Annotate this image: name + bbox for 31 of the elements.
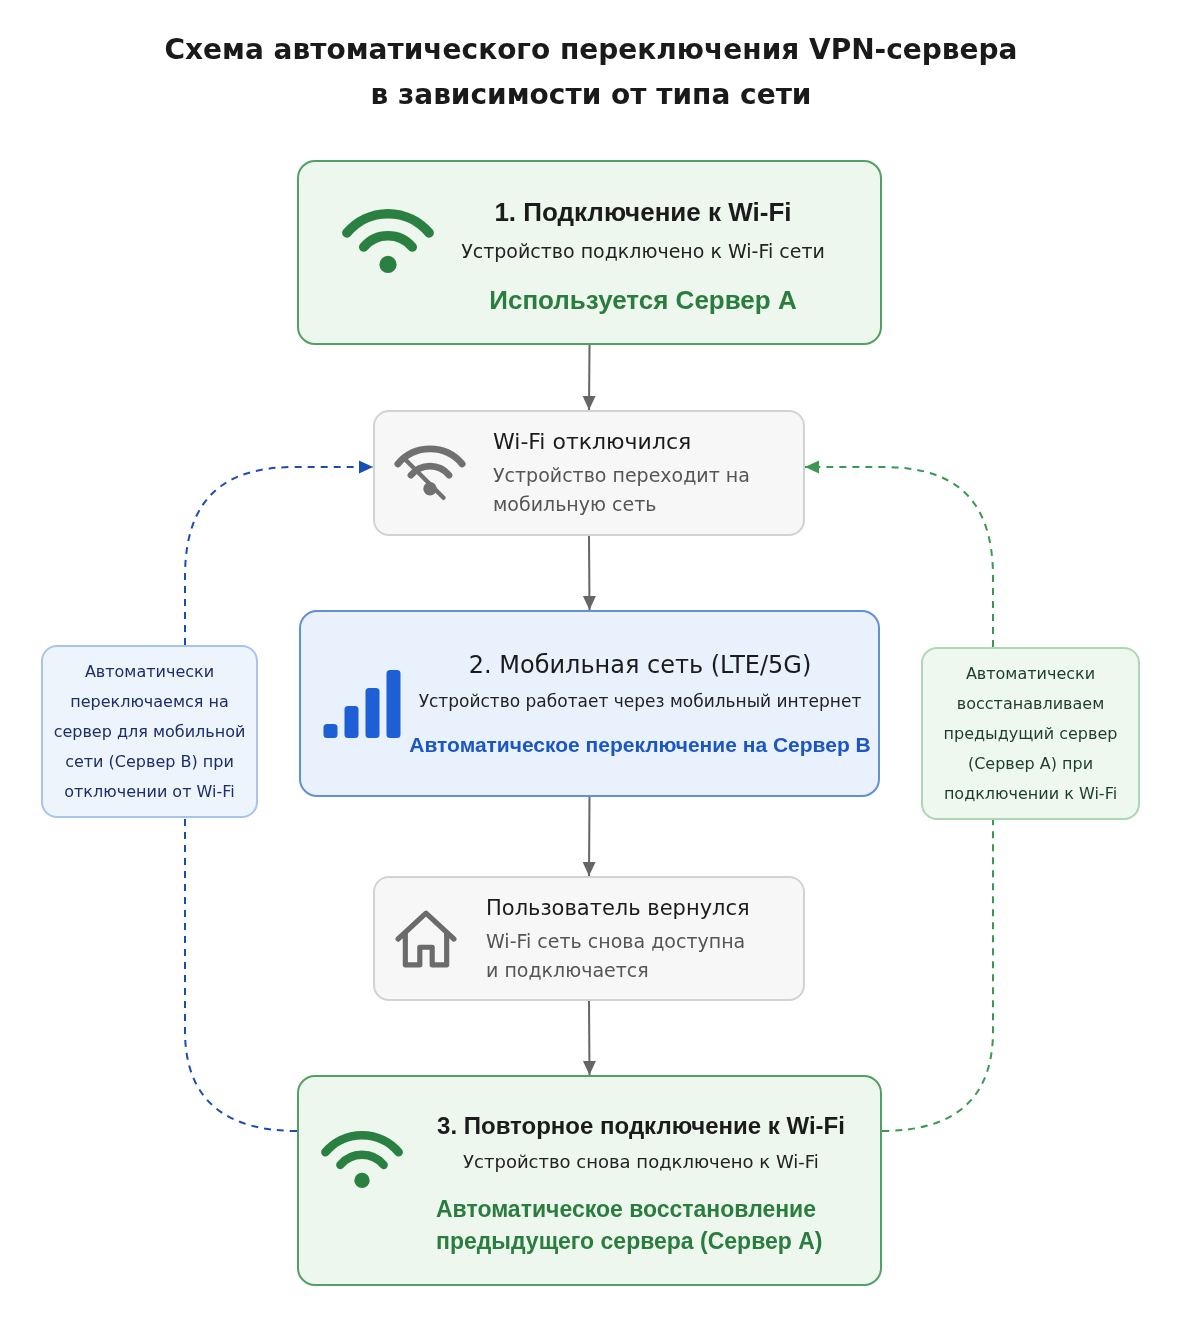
dashed-arrow [184,460,374,646]
arrow [582,1000,596,1076]
note-text: Автоматически восстанавливаем предыдущий сервер (Сервер A) при подключении к Wi-Fi [942,662,1119,805]
dashed-arrow [804,460,994,648]
server-status: Автоматическое переключение на Сервер B [409,731,871,758]
dashed-line [184,817,298,1132]
arrow [582,796,596,877]
step-title: 2. Мобильная сеть (LTE/5G) [468,649,812,681]
note-card [41,645,258,818]
step-description: Устройство снова подключено к Wi-Fi [463,1149,819,1174]
step-title: 1. Подключение к Wi-Fi [494,195,792,228]
server-status: Автоматическое восстановление предыдущего сервера (Сервер A) [436,1194,824,1256]
event-title: Пользователь вернулся [486,894,750,922]
server-status: Используется Сервер A [489,283,797,316]
event-card [373,876,805,1001]
diagram-title: Схема автоматического переключения VPN-сервера в зависимости от типа сети [163,32,1019,113]
step-title: 3. Повторное подключение к Wi-Fi [437,1110,845,1141]
event-card [373,410,805,536]
step-card [299,610,880,797]
arrow [582,535,596,611]
note-text: Автоматически переключаемся на сервер для мобильной сети (Сервер B) при отключении от Wi-Fi [52,660,247,803]
step-description: Устройство подключено к Wi-Fi сети [461,238,825,264]
dashed-line [881,819,994,1132]
event-description: Wi-Fi сеть снова доступна и подключается [486,928,747,983]
step-description: Устройство работает через мобильный интернет [418,689,862,713]
event-title: Wi-Fi отключился [493,428,692,456]
step-card [297,1075,882,1286]
step-card [297,160,882,345]
arrow [582,344,596,411]
event-description: Устройство переходит на мобильную сеть [493,463,751,517]
note-card [921,647,1140,820]
